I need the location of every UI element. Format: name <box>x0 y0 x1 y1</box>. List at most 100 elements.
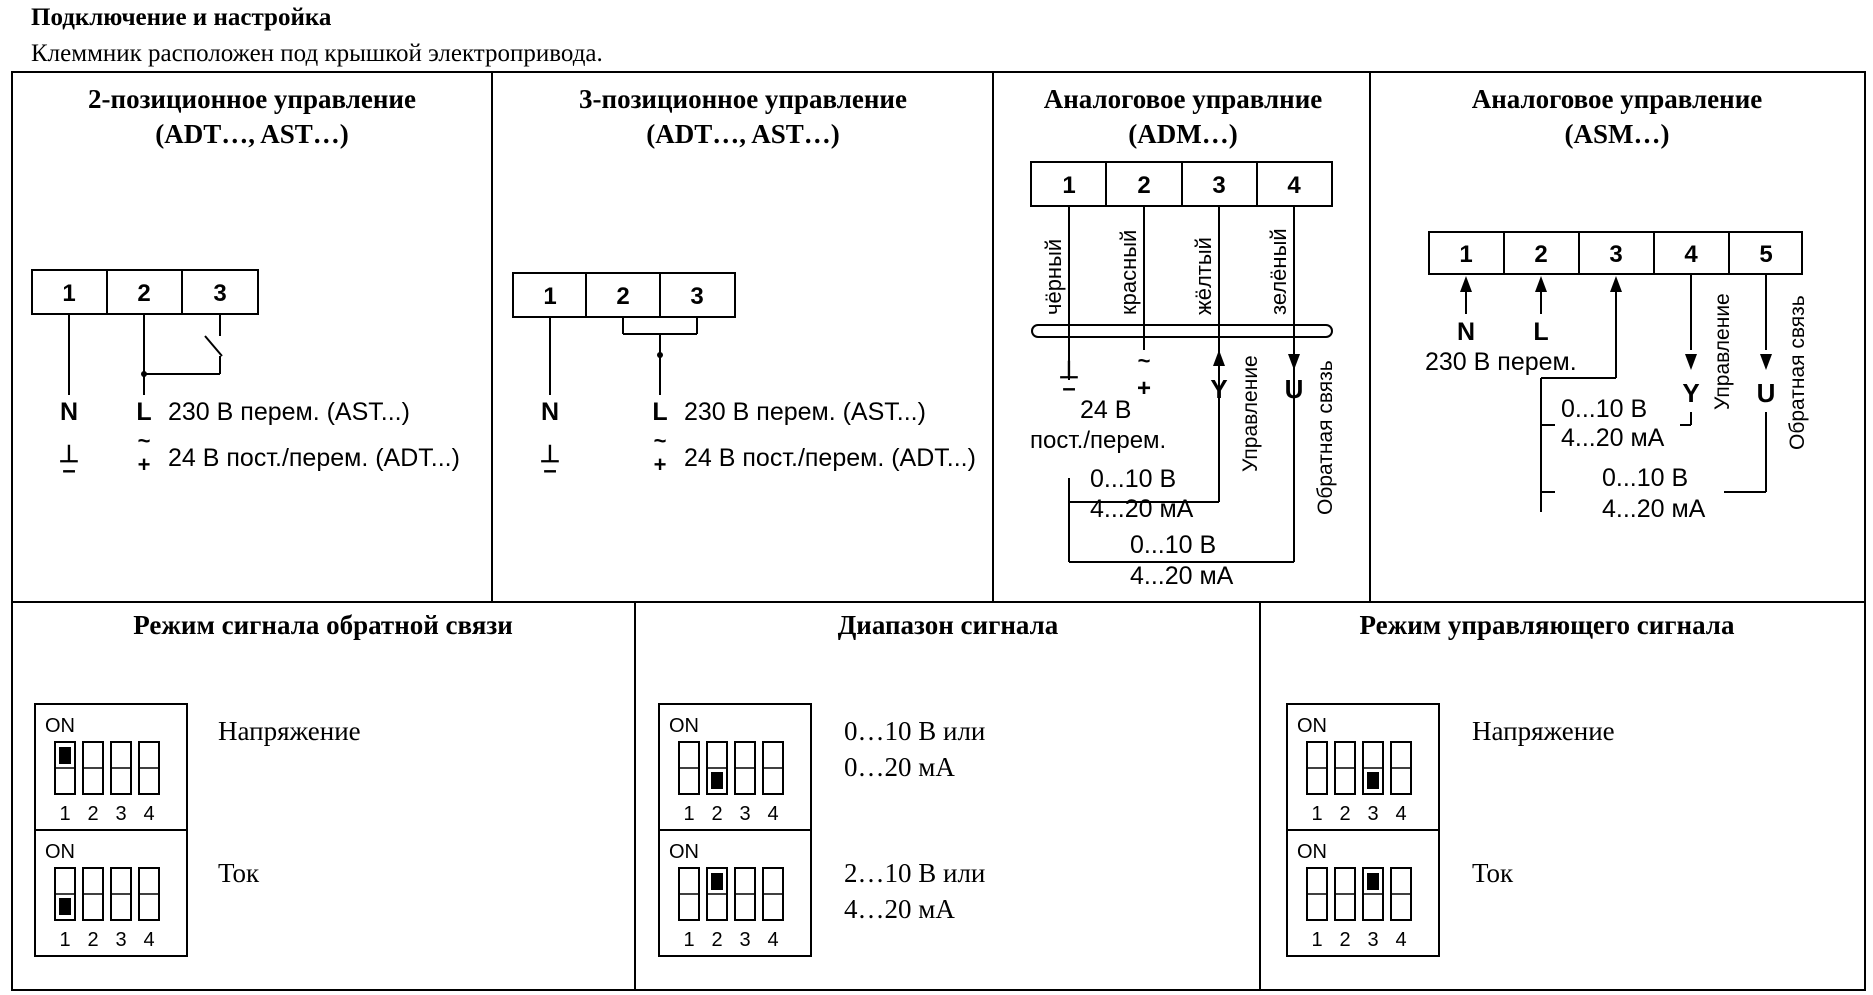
dip-switch-knob <box>1367 873 1379 890</box>
tilde-symbol: ~ <box>654 428 667 453</box>
dip-switch-number: 2 <box>711 929 722 951</box>
supply-230: 230 В перем. <box>1425 348 1577 376</box>
feedback-label: Обратная связь <box>1314 360 1337 515</box>
dip-switch-number: 3 <box>1367 803 1378 825</box>
range-label: 4...20 мА <box>1090 495 1194 523</box>
control-label: Управление <box>1239 355 1262 472</box>
option-range-2: 2…10 В или <box>844 858 985 888</box>
dip-switch-knob <box>1367 772 1379 789</box>
dip-switch-frame <box>1286 829 1440 957</box>
supply-230: 230 В перем. (AST...) <box>168 398 410 426</box>
terminal-label: 1 <box>62 280 75 307</box>
dip-on-label: ON <box>45 715 75 737</box>
terminal-label: 1 <box>1062 172 1075 199</box>
line-label: L <box>136 398 151 426</box>
option-range-1: 0…10 В или <box>844 716 985 746</box>
control-mode-title: Режим управляющего сигнала <box>1360 610 1735 640</box>
tilde-symbol: ~ <box>138 428 151 453</box>
junction-dot <box>141 371 147 377</box>
panel-analog-asm: Аналоговое управление (ASM…) <box>1425 84 1809 523</box>
minus-symbol: – <box>1062 375 1075 402</box>
supply-230: 230 В перем. (AST...) <box>684 398 926 426</box>
page-title: Подключение и настройка <box>31 4 332 31</box>
supply-type: пост./перем. <box>1030 427 1166 454</box>
dip-on-label: ON <box>1297 841 1327 863</box>
dip-switch-number: 2 <box>87 803 98 825</box>
neutral-label: N <box>541 398 559 426</box>
neutral-label: N <box>60 398 78 426</box>
wire-color-green: зелёный <box>1266 228 1291 315</box>
terminal-label: 2 <box>616 283 629 310</box>
option-range-1: 0…20 мА <box>844 752 955 782</box>
wire-color-red: красный <box>1116 230 1141 315</box>
terminal-label: 2 <box>137 280 150 307</box>
panel1-title-line2: (ADT…, AST…) <box>155 119 349 149</box>
dip-switch-number: 4 <box>767 929 778 951</box>
panel-2-position-control: 2-позиционное управление (ADT…, AST…) 1 … <box>31 84 460 484</box>
control-y-label: Y <box>1210 374 1227 404</box>
terminal-label: 4 <box>1287 172 1301 199</box>
line-label: L <box>652 398 667 426</box>
option-voltage: Напряжение <box>1472 716 1615 746</box>
terminal-label: 2 <box>1137 172 1150 199</box>
dip-switch-number: 3 <box>739 929 750 951</box>
wire-color-yellow: жёлтый <box>1191 237 1216 315</box>
dip-on-label: ON <box>45 841 75 863</box>
supply-24: 24 В <box>1080 396 1131 424</box>
terminal-label: 3 <box>213 280 226 307</box>
terminal-label: 3 <box>1609 241 1622 268</box>
signal-range-title: Диапазон сигнала <box>838 610 1059 640</box>
dip-switch-number: 3 <box>115 803 126 825</box>
dip-switch-number: 4 <box>143 803 154 825</box>
dip-switch-number: 1 <box>683 803 694 825</box>
range-label: 4...20 мА <box>1130 562 1234 590</box>
dip-switch-number: 1 <box>59 929 70 951</box>
range-label: 4...20 мА <box>1602 495 1706 523</box>
dip-switch-number: 2 <box>1339 929 1350 951</box>
terminal-label: 3 <box>1212 172 1225 199</box>
line-label: L <box>1533 318 1548 346</box>
supply-24: 24 В пост./перем. (ADT...) <box>684 444 976 472</box>
dip-switch-number: 2 <box>1339 803 1350 825</box>
dip-switch-knob <box>711 772 723 789</box>
dip-switch-frame <box>34 829 188 957</box>
minus-symbol: – <box>543 457 556 484</box>
dip-switch-knob <box>59 898 71 915</box>
dip-switch-knob <box>59 747 71 764</box>
plus-symbol: + <box>654 452 667 477</box>
feedback-label: Обратная связь <box>1786 295 1809 450</box>
feedback-u-label: U <box>1285 374 1304 404</box>
feedback-u-label: U <box>1757 378 1776 408</box>
dip-switch-number: 4 <box>143 929 154 951</box>
page-subtitle: Клеммник расположен под крышкой электроп… <box>31 40 603 67</box>
supply-24: 24 В пост./перем. (ADT...) <box>168 444 460 472</box>
minus-symbol: – <box>62 457 75 484</box>
wire-color-black: чёрный <box>1041 239 1066 315</box>
terminal-label: 4 <box>1684 241 1698 268</box>
dip-switch-number: 1 <box>59 803 70 825</box>
dip-switch-number: 1 <box>1311 929 1322 951</box>
range-label: 0...10 В <box>1602 464 1688 492</box>
dip-switch-number: 3 <box>1367 929 1378 951</box>
ground-symbol: ⊥ <box>1059 357 1080 384</box>
dip-switch-number: 2 <box>711 803 722 825</box>
junction-dot <box>657 352 663 358</box>
option-current: Ток <box>218 858 260 888</box>
dip-switch-number: 1 <box>683 929 694 951</box>
panel3-title-line1: Аналоговое управлние <box>1044 84 1323 114</box>
terminal-label: 2 <box>1534 241 1547 268</box>
range-label: 0...10 В <box>1130 531 1216 559</box>
range-label: 0...10 В <box>1090 465 1176 493</box>
terminal-label: 1 <box>1459 241 1472 268</box>
panel-3-position-control: 3-позиционное управление (ADT…, AST…) 1 … <box>512 84 976 484</box>
ground-symbol: ⊥ <box>59 441 80 468</box>
control-label: Управление <box>1711 293 1734 410</box>
dip-switch-number: 4 <box>1395 929 1406 951</box>
dip-switch-number: 3 <box>739 803 750 825</box>
